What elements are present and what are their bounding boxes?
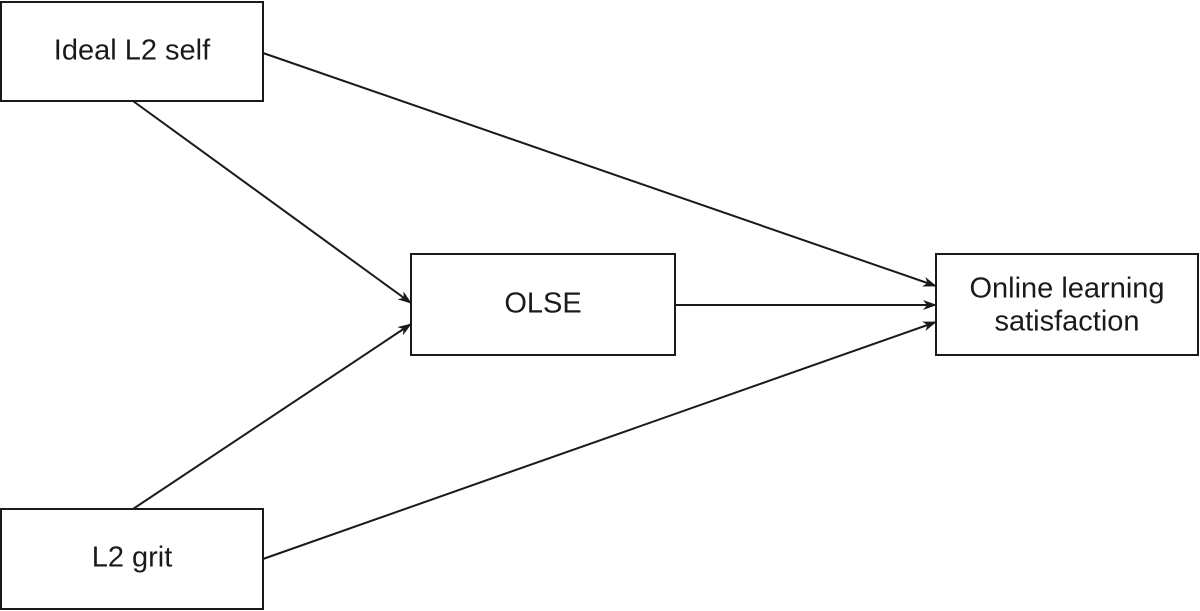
node-label: OLSE: [504, 288, 581, 320]
node-label: L2 grit: [92, 542, 173, 574]
node-online-learning-satisfaction: Online learning satisfaction: [935, 253, 1199, 356]
node-box: [0, 1, 264, 102]
node-label-line-1: Online learning: [969, 273, 1164, 305]
node-olse: OLSE: [410, 253, 676, 356]
node-label: Ideal L2 self: [54, 35, 211, 67]
node-box: [410, 253, 676, 356]
edges: [132, 52, 937, 560]
node-ideal-l2-self: Ideal L2 self: [0, 1, 264, 102]
node-box: [0, 508, 264, 610]
node-box: [935, 253, 1199, 356]
edge-l2-grit-to-olse: [132, 323, 412, 510]
edge-l2-grit-to-satisfaction: [262, 321, 937, 560]
node-l2-grit: L2 grit: [0, 508, 264, 610]
node-label-line-2: satisfaction: [994, 306, 1139, 338]
edge-ideal-l2-self-to-satisfaction: [262, 52, 937, 287]
edge-ideal-l2-self-to-olse: [132, 100, 412, 304]
